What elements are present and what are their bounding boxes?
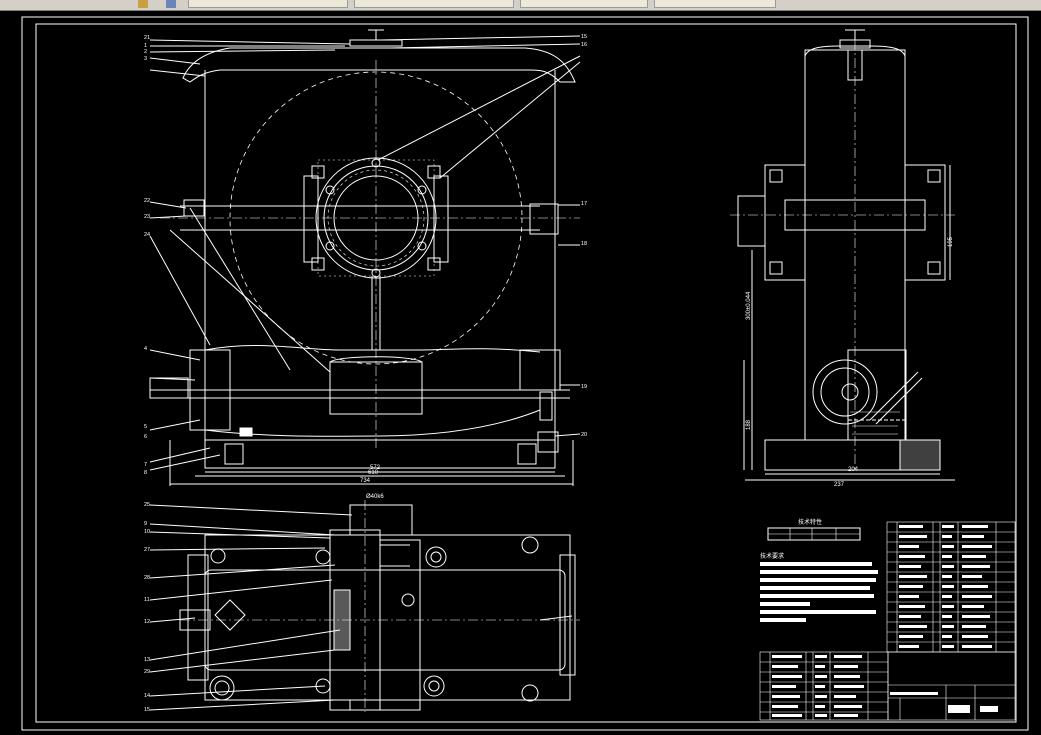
toolbar-tab-3[interactable] bbox=[520, 0, 648, 8]
inner-frame bbox=[35, 23, 1017, 723]
callout-number: 10 bbox=[144, 529, 150, 535]
callout-number: 19 bbox=[581, 384, 587, 390]
dim-mid: 572 bbox=[370, 465, 381, 471]
callout-number: 12 bbox=[144, 619, 150, 625]
drawing-canvas[interactable]: 734 610 572 300±0.044 188 237 204 195 Ø4… bbox=[0, 11, 1041, 735]
side-view bbox=[730, 29, 955, 481]
callout-number: 1 bbox=[144, 43, 147, 49]
parts-list-text bbox=[772, 525, 998, 717]
callout-number: 23 bbox=[144, 214, 150, 220]
dim-side-right: 195 bbox=[948, 236, 954, 247]
outer-frame bbox=[21, 16, 1029, 731]
callout-number: 4 bbox=[144, 346, 147, 352]
dim-inner: 610 bbox=[368, 470, 379, 476]
dim-side-inner: 204 bbox=[848, 467, 859, 473]
requirements-text bbox=[760, 562, 878, 622]
callout-labels-top-view: 25 9 10 27 28 11 12 13 29 14 15 bbox=[144, 502, 150, 713]
callout-number: 5 bbox=[144, 424, 147, 430]
toolbar-tab-1[interactable] bbox=[188, 0, 348, 8]
spec-table bbox=[767, 527, 861, 541]
callout-number: 17 bbox=[581, 201, 587, 207]
dim-overall: 734 bbox=[360, 478, 371, 484]
callout-number: 22 bbox=[144, 198, 150, 204]
toolbar-tab-4[interactable] bbox=[654, 0, 776, 8]
callout-number: 28 bbox=[144, 575, 150, 581]
callout-number: 25 bbox=[144, 502, 150, 508]
dim-height: 300±0.044 bbox=[746, 291, 752, 320]
top-view bbox=[149, 500, 580, 712]
callout-number: 11 bbox=[144, 597, 150, 603]
dim-width: 237 bbox=[834, 482, 845, 488]
callout-number: 16 bbox=[581, 42, 587, 48]
callout-number: 3 bbox=[144, 56, 147, 62]
callout-number: 15 bbox=[144, 707, 150, 713]
callout-number: 13 bbox=[144, 657, 150, 663]
callout-number: 8 bbox=[144, 470, 147, 476]
callout-number: 15 bbox=[581, 34, 587, 40]
requirements-title: 技术要求 bbox=[760, 552, 784, 560]
toolbar bbox=[0, 0, 1041, 11]
dimension-labels: 734 610 572 300±0.044 188 237 204 195 Ø4… bbox=[360, 236, 954, 500]
shaft-label: Ø40k6 bbox=[366, 494, 384, 500]
front-view bbox=[149, 29, 581, 486]
parts-list bbox=[759, 521, 1016, 721]
callout-number: 2 bbox=[144, 49, 147, 55]
callout-labels-right: 15 16 17 18 19 20 bbox=[581, 34, 587, 438]
callout-number: 18 bbox=[581, 241, 587, 247]
callout-number: 14 bbox=[144, 693, 150, 699]
block-icon[interactable] bbox=[166, 0, 176, 8]
layer-icon[interactable] bbox=[138, 0, 148, 8]
callout-number: 7 bbox=[144, 462, 147, 468]
callout-labels-left: 21 1 2 3 22 23 24 4 5 6 7 8 bbox=[144, 35, 150, 476]
dim-base: 188 bbox=[746, 419, 752, 430]
callout-number: 29 bbox=[144, 669, 150, 675]
callout-number: 27 bbox=[144, 547, 150, 553]
callout-number: 9 bbox=[144, 521, 147, 527]
toolbar-tab-2[interactable] bbox=[354, 0, 514, 8]
callout-number: 24 bbox=[144, 232, 150, 238]
callout-number: 6 bbox=[144, 434, 147, 440]
spec-table-title: 技术特性 bbox=[798, 518, 822, 526]
callout-number: 21 bbox=[144, 35, 150, 41]
callout-number: 20 bbox=[581, 432, 587, 438]
